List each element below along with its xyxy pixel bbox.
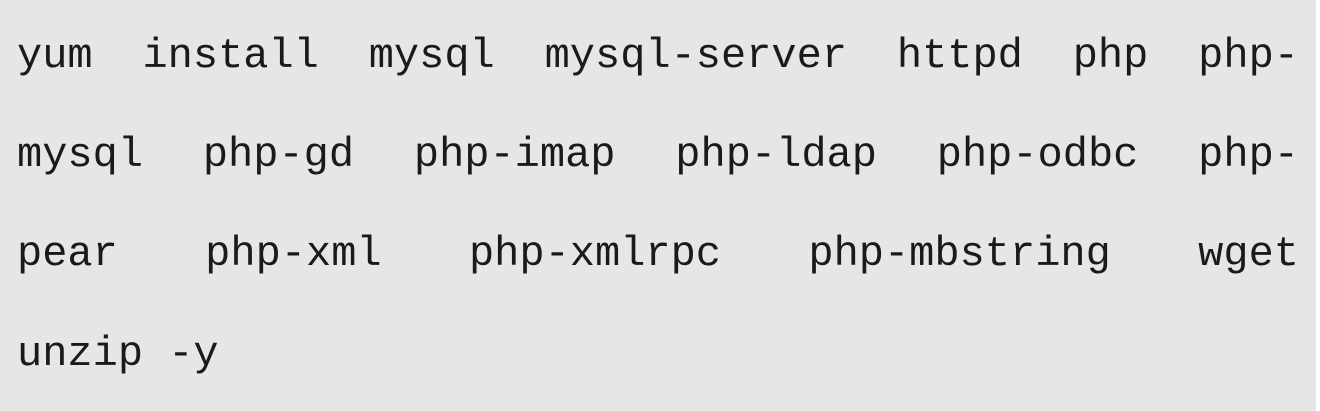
code-line-1: yum install mysql mysql-server httpd php…	[17, 32, 1299, 80]
code-line-4: unzip -y	[17, 330, 219, 378]
code-line-2: mysql php-gd php-imap php-ldap php-odbc …	[17, 131, 1299, 179]
code-line-3: pear php-xml php-xmlrpc php-mbstring wge…	[17, 230, 1299, 278]
